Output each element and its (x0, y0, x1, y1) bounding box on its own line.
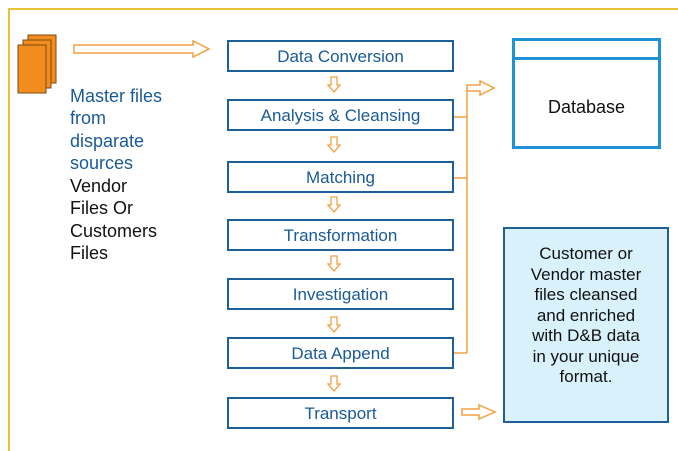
result-arrow (461, 403, 497, 421)
step-investigation: Investigation (227, 278, 454, 310)
source-description: Master files from disparate sources Vend… (70, 62, 220, 265)
down-arrow-icon (327, 76, 341, 93)
source-arrow (73, 39, 211, 59)
down-arrow-icon (327, 375, 341, 392)
bracket-lines (454, 88, 468, 354)
step-data-conversion: Data Conversion (227, 40, 454, 72)
source-blue-text: Master files from disparate sources (70, 85, 163, 174)
down-arrow-icon (327, 316, 341, 333)
step-analysis-cleansing: Analysis & Cleansing (227, 99, 454, 131)
database-label: Database (547, 97, 626, 117)
step-matching: Matching (227, 161, 454, 193)
down-arrow-icon (327, 255, 341, 272)
result-box: Customer or Vendor master files cleansed… (503, 227, 669, 423)
frame-left-border (8, 8, 10, 451)
down-arrow-icon (327, 196, 341, 213)
frame-top-border (8, 8, 678, 10)
step-transformation: Transformation (227, 219, 454, 251)
database-header-bar (515, 41, 658, 60)
step-data-append: Data Append (227, 337, 454, 369)
files-icon (17, 34, 57, 94)
down-arrow-icon (327, 136, 341, 153)
database-arrow (466, 79, 496, 97)
step-transport: Transport (227, 397, 454, 429)
source-black-text: Vendor Files Or Customers Files (70, 175, 158, 264)
database-box: Database (512, 38, 661, 149)
